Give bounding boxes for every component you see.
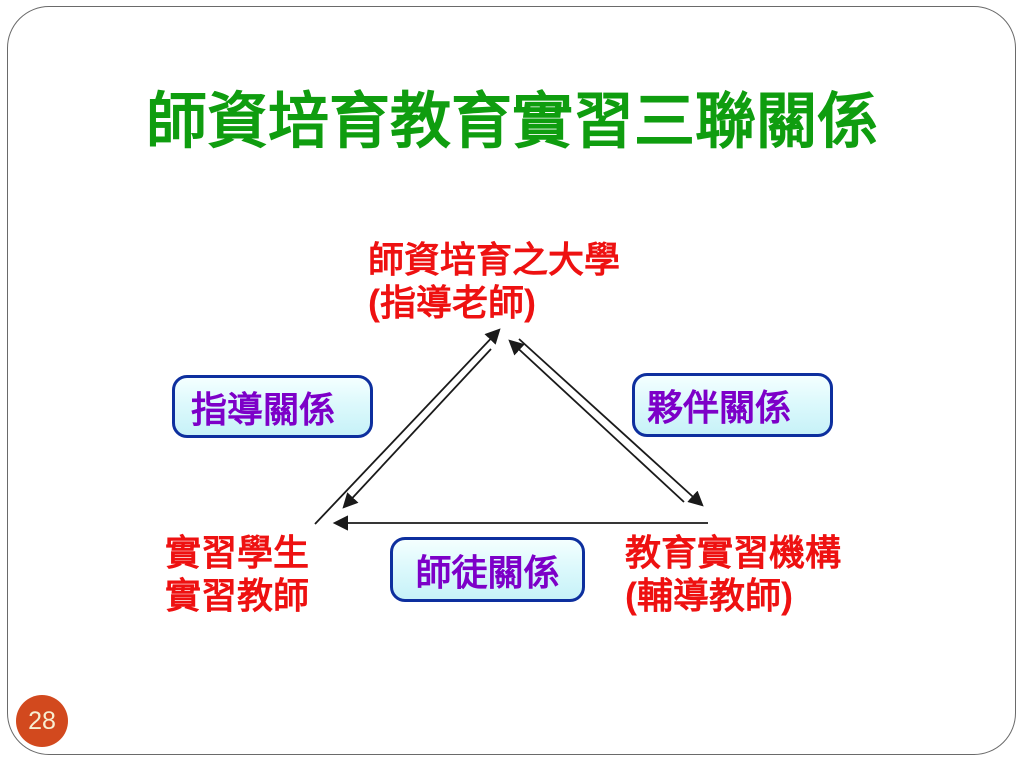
relation-box-guidance-label: 指導關係 xyxy=(191,388,336,430)
node-practicum-institution-line1: 教育實習機構 xyxy=(625,532,842,573)
node-university-line2: (指導老師) xyxy=(368,282,536,323)
slide-title: 師資培育教育實習三聯關係 xyxy=(145,87,878,155)
node-intern-students: 實習學生 實習教師 xyxy=(165,531,309,617)
node-intern-students-line1: 實習學生 xyxy=(165,532,310,573)
relation-box-guidance: 指導關係 xyxy=(172,375,373,438)
node-practicum-institution-line2: (輔導教師) xyxy=(625,575,793,616)
page-number-text: 28 xyxy=(28,706,56,735)
node-university-line1: 師資培育之大學 xyxy=(368,239,621,280)
relation-box-mentorship-label: 師徒關係 xyxy=(415,551,560,593)
relation-box-partnership-label: 夥伴關係 xyxy=(647,387,792,428)
relation-box-mentorship: 師徒關係 xyxy=(390,537,585,602)
node-university: 師資培育之大學 (指導老師) xyxy=(368,238,620,324)
node-intern-students-line2: 實習教師 xyxy=(165,575,310,616)
relation-box-partnership: 夥伴關係 xyxy=(632,373,833,437)
node-practicum-institution: 教育實習機構 (輔導教師) xyxy=(625,531,841,617)
page-number-badge: 28 xyxy=(16,695,68,747)
